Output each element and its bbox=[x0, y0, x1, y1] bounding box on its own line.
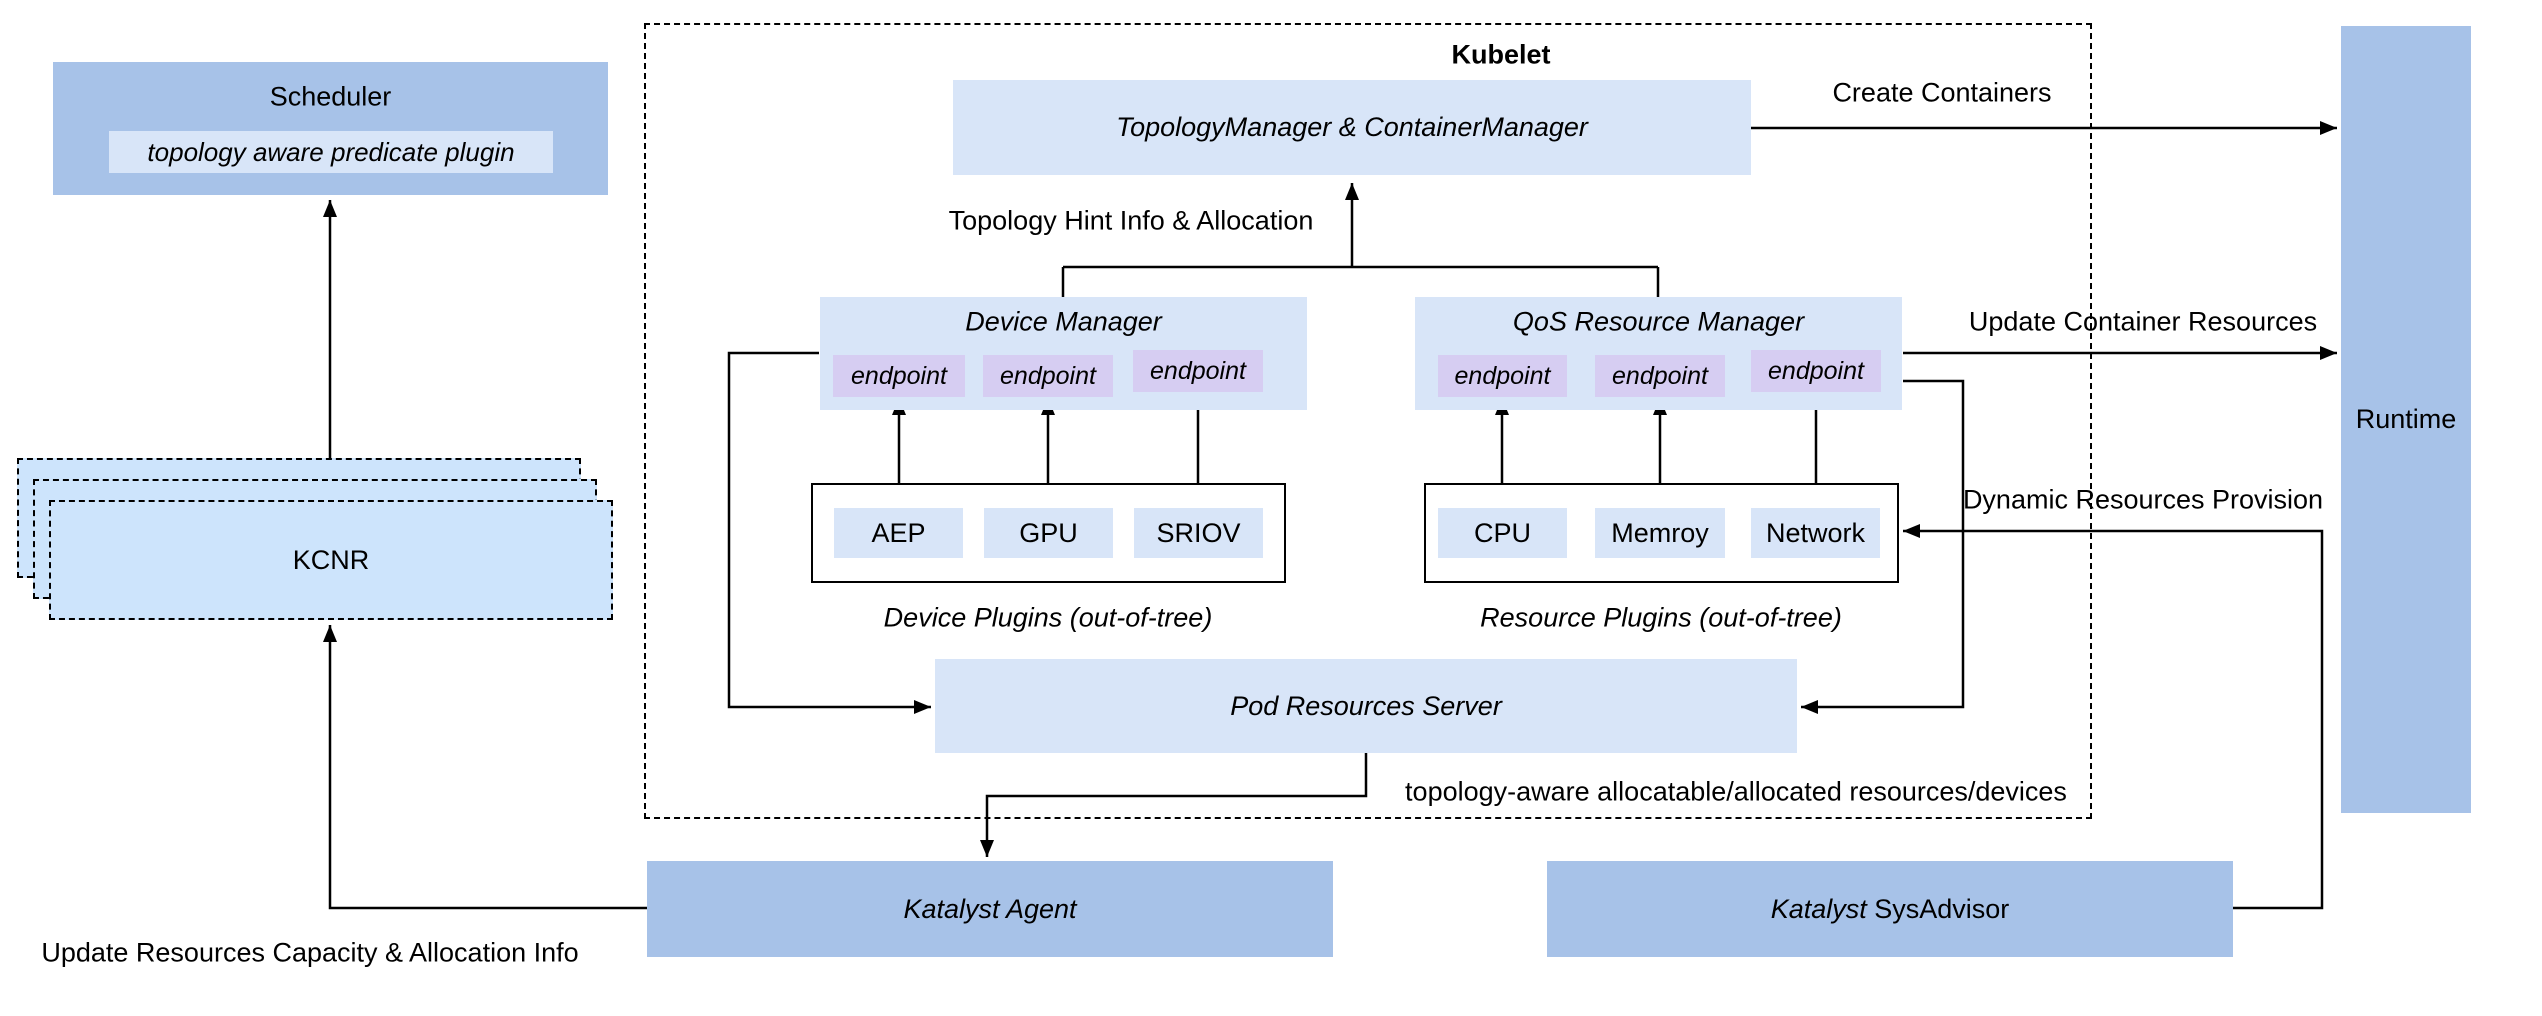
katalyst-sysadvisor-brand: Katalyst bbox=[1770, 893, 1867, 924]
device-plugins-caption: Device Plugins (out-of-tree) bbox=[883, 602, 1213, 633]
pod-resources-server-box: Pod Resources Server bbox=[935, 659, 1797, 753]
gpu-box: GPU bbox=[984, 508, 1113, 558]
katalyst-sysadvisor-name: SysAdvisor bbox=[1866, 893, 2010, 924]
kubelet-label: Kubelet bbox=[1451, 39, 1551, 70]
network-box: Network bbox=[1751, 508, 1880, 558]
qos-endpoint-label-1: endpoint bbox=[1454, 361, 1551, 390]
pod-resources-server-label: Pod Resources Server bbox=[1230, 690, 1502, 721]
topology-aware-annotation: topology-aware allocatable/allocated res… bbox=[1405, 776, 2067, 807]
sriov-label: SRIOV bbox=[1156, 517, 1241, 548]
memory-label: Memroy bbox=[1611, 517, 1709, 548]
device-endpoint-box-1: endpoint bbox=[833, 355, 965, 397]
aep-label: AEP bbox=[871, 517, 926, 548]
qos-resource-manager-box: QoS Resource Manager endpoint endpoint e… bbox=[1415, 297, 1902, 410]
update-container-resources-annotation: Update Container Resources bbox=[1968, 306, 2318, 337]
qos-endpoint-box-2: endpoint bbox=[1595, 355, 1725, 397]
device-plugins-frame: AEP GPU SRIOV bbox=[811, 483, 1286, 583]
device-endpoint-label-3: endpoint bbox=[1150, 356, 1246, 385]
kubelet-container bbox=[644, 23, 2092, 819]
topology-hint-annotation: Topology Hint Info & Allocation bbox=[948, 205, 1314, 236]
qos-endpoint-label-3: endpoint bbox=[1768, 356, 1864, 385]
kcnr-box: KCNR bbox=[49, 500, 613, 620]
katalyst-agent-box: Katalyst Agent bbox=[647, 861, 1333, 957]
qos-endpoint-box-1: endpoint bbox=[1438, 355, 1567, 397]
qos-resource-manager-title: QoS Resource Manager bbox=[1512, 306, 1805, 337]
kcnr-label: KCNR bbox=[292, 544, 370, 575]
arrow-agent-to-kcnr bbox=[323, 625, 647, 910]
scheduler-title: Scheduler bbox=[269, 81, 392, 112]
device-endpoint-label-2: endpoint bbox=[1000, 361, 1096, 390]
memory-box: Memroy bbox=[1595, 508, 1725, 558]
katalyst-sysadvisor-box: Katalyst SysAdvisor bbox=[1547, 861, 2233, 957]
topology-aware-predicate-plugin-box: topology aware predicate plugin bbox=[109, 131, 553, 173]
sriov-box: SRIOV bbox=[1134, 508, 1263, 558]
device-endpoint-label-1: endpoint bbox=[851, 361, 947, 390]
runtime-label: Runtime bbox=[2355, 404, 2457, 434]
runtime-box: Runtime bbox=[2341, 26, 2471, 813]
topology-aware-predicate-plugin-label: topology aware predicate plugin bbox=[147, 136, 515, 167]
topology-manager-box: TopologyManager & ContainerManager bbox=[953, 80, 1751, 175]
device-manager-title: Device Manager bbox=[965, 306, 1162, 337]
qos-endpoint-label-2: endpoint bbox=[1612, 361, 1708, 390]
resource-plugins-caption: Resource Plugins (out-of-tree) bbox=[1480, 602, 1842, 633]
create-containers-annotation: Create Containers bbox=[1832, 77, 2052, 108]
update-resources-capacity-annotation: Update Resources Capacity & Allocation I… bbox=[41, 937, 579, 968]
qos-endpoint-box-3: endpoint bbox=[1751, 350, 1881, 392]
arrow-qos-to-podresources bbox=[1801, 379, 1965, 714]
device-endpoint-box-2: endpoint bbox=[983, 355, 1113, 397]
arrow-devicemanager-to-podresources bbox=[727, 351, 931, 714]
aep-box: AEP bbox=[834, 508, 963, 558]
arrow-sysadvisor-to-network bbox=[1903, 524, 2324, 910]
katalyst-agent-label: Katalyst Agent bbox=[903, 893, 1077, 924]
resource-plugins-frame: CPU Memroy Network bbox=[1424, 483, 1899, 583]
gpu-label: GPU bbox=[1019, 517, 1078, 548]
device-endpoint-box-3: endpoint bbox=[1133, 350, 1263, 392]
device-manager-box: Device Manager endpoint endpoint endpoin… bbox=[820, 297, 1307, 410]
dynamic-resources-provision-annotation: Dynamic Resources Provision bbox=[1962, 484, 2324, 515]
scheduler-box: Scheduler topology aware predicate plugi… bbox=[53, 62, 608, 195]
topology-manager-label: TopologyManager & ContainerManager bbox=[1116, 112, 1588, 142]
network-label: Network bbox=[1765, 517, 1866, 548]
arrow-podresources-to-agent bbox=[980, 753, 1368, 857]
cpu-label: CPU bbox=[1473, 517, 1531, 548]
cpu-box: CPU bbox=[1438, 508, 1567, 558]
